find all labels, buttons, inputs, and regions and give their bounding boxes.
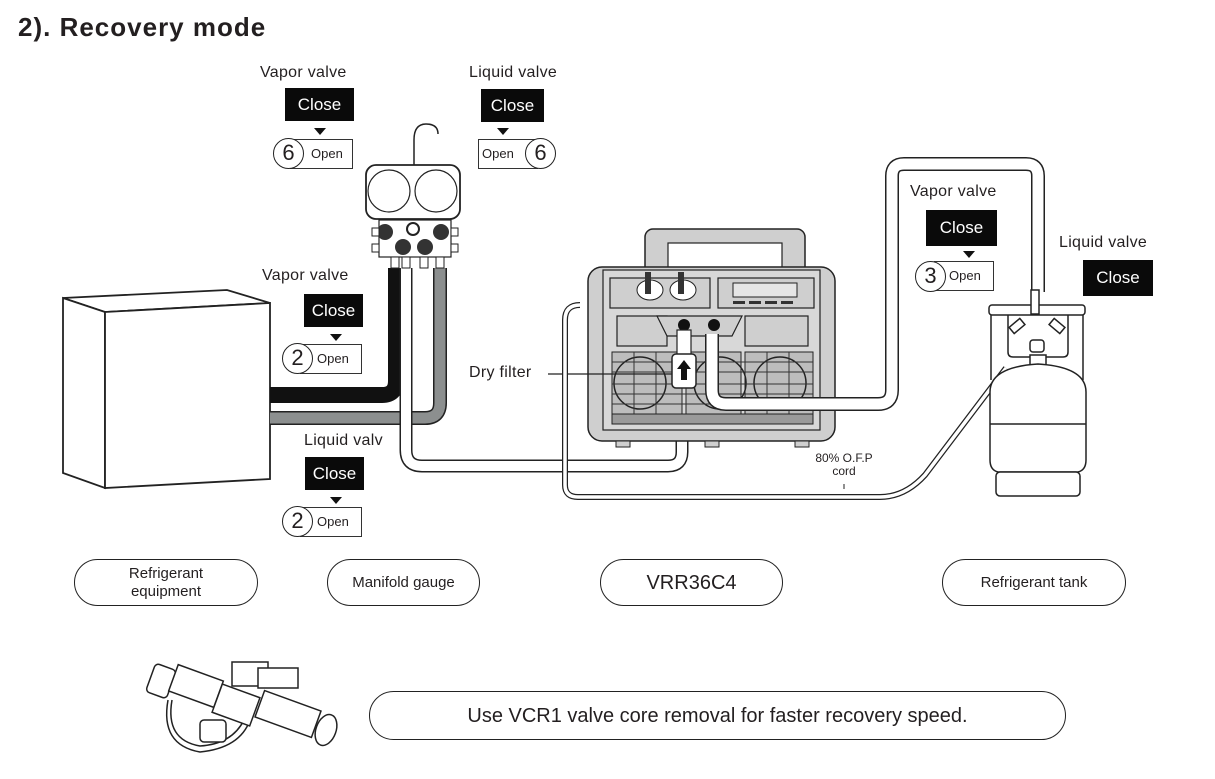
tank-liquid-close-state: Close xyxy=(1083,260,1153,296)
manifold-liquid-close-state: Close xyxy=(481,89,544,122)
manifold-gauge-illustration xyxy=(365,123,461,269)
manifold-liquid-valve-label: Liquid valve xyxy=(469,64,558,81)
white-hose-manifold-to-filter xyxy=(399,268,689,473)
arrow-down-icon xyxy=(497,128,509,135)
tank-liquid-valve-label: Liquid valve xyxy=(1059,234,1148,251)
manifold-vapor-valve-label: Vapor valve xyxy=(260,64,347,81)
ofp-cord-label: 80% O.F.P cord xyxy=(815,451,873,478)
equipment-liquid-valve-label: Liquid valv xyxy=(304,432,383,449)
step-number-badge: 3 xyxy=(915,261,946,292)
component-vrr36c4: VRR36C4 xyxy=(600,559,783,606)
arrow-down-icon xyxy=(330,334,342,341)
equipment-vapor-open-state: Open xyxy=(300,344,362,374)
step-number-badge: 2 xyxy=(282,343,313,374)
equipment-vapor-close-state: Close xyxy=(304,294,363,327)
component-refrigerant-tank: Refrigerant tank xyxy=(942,559,1126,606)
step-number-badge: 6 xyxy=(273,138,304,169)
arrow-down-icon xyxy=(963,251,975,258)
component-manifold-gauge: Manifold gauge xyxy=(327,559,480,606)
step-number-badge: 6 xyxy=(525,138,556,169)
vcr1-tip-banner: Use VCR1 valve core removal for faster r… xyxy=(369,691,1066,740)
tank-vapor-close-state: Close xyxy=(926,210,997,246)
step-number-badge: 2 xyxy=(282,506,313,537)
equipment-vapor-valve-label: Vapor valve xyxy=(262,267,349,284)
vcr1-tool-illustration xyxy=(145,661,338,753)
manifold-vapor-close-state: Close xyxy=(285,88,354,121)
arrow-down-icon xyxy=(314,128,326,135)
ofp-cord xyxy=(562,302,1009,500)
equipment-liquid-close-state: Close xyxy=(305,457,364,490)
tank-vapor-valve-label: Vapor valve xyxy=(910,183,997,200)
section-title: 2). Recovery mode xyxy=(18,12,267,42)
dry-filter-icon xyxy=(671,329,697,389)
component-refrigerant-equipment: Refrigerant equipment xyxy=(74,559,258,606)
white-hose-machine-to-tank xyxy=(705,157,1045,411)
refrigerant-equipment-illustration xyxy=(62,289,271,490)
liquid-hose-gray xyxy=(270,268,447,425)
dry-filter-label: Dry filter xyxy=(469,364,532,381)
vapor-hose-black xyxy=(270,268,404,403)
refrigerant-tank-illustration xyxy=(988,289,1087,497)
arrow-down-icon xyxy=(330,497,342,504)
